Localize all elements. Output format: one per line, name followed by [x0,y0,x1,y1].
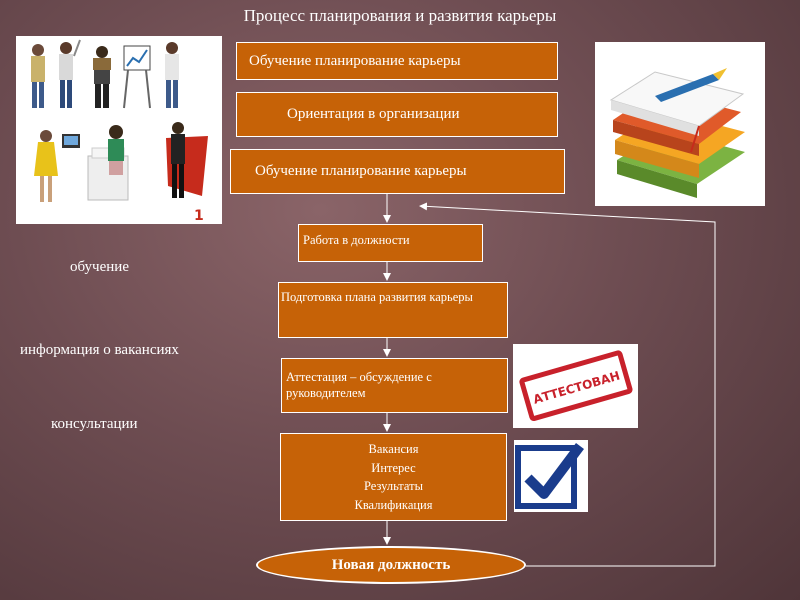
attested-stamp-image: АТТЕСТОВАН [513,344,638,428]
top-box-label-1: Обучение планирование карьеры [249,52,461,69]
organization-orientation-box: Ориентация в организации [236,92,558,137]
job-position-box: Работа в должности [298,224,483,262]
svg-text:1: 1 [194,208,204,224]
new-position-oval: Новая должность [256,546,526,584]
side-label-vacancy-info: информация о вакансиях [20,342,179,358]
top-box-label-2: Ориентация в организации [287,106,460,122]
career-plan-box: Подготовка плана развития карьеры [278,282,508,338]
interest-line: Интерес [371,460,416,475]
vacancy-line: Вакансия [368,442,419,456]
qualification-line: Квалификация [354,497,433,512]
books-illustration [595,42,765,206]
career-plan-label: Подготовка плана развития карьеры [281,290,473,304]
people-illustration: 1 [16,36,222,224]
checkmark-icon [514,440,588,512]
new-position-label: Новая должность [331,556,451,573]
attestation-box: Аттестация – обсуждение с руководителем [281,358,508,413]
training-career-planning-box-2: Обучение планирование карьеры [230,149,565,194]
attestation-label: Аттестация – обсуждение с руководителем [286,370,432,400]
training-career-planning-box-1: Обучение планирование карьеры [236,42,558,80]
results-line: Результаты [363,479,424,493]
side-label-training: обучение [70,259,129,275]
top-box-label-3: Обучение планирование карьеры [255,163,467,179]
side-label-consultations: консультации [51,416,138,432]
vacancy-criteria-box: Вакансия Интерес Результаты Квалификация [280,433,507,521]
job-position-label: Работа в должности [303,233,410,247]
page-title: Процесс планирования и развития карьеры [243,6,557,25]
